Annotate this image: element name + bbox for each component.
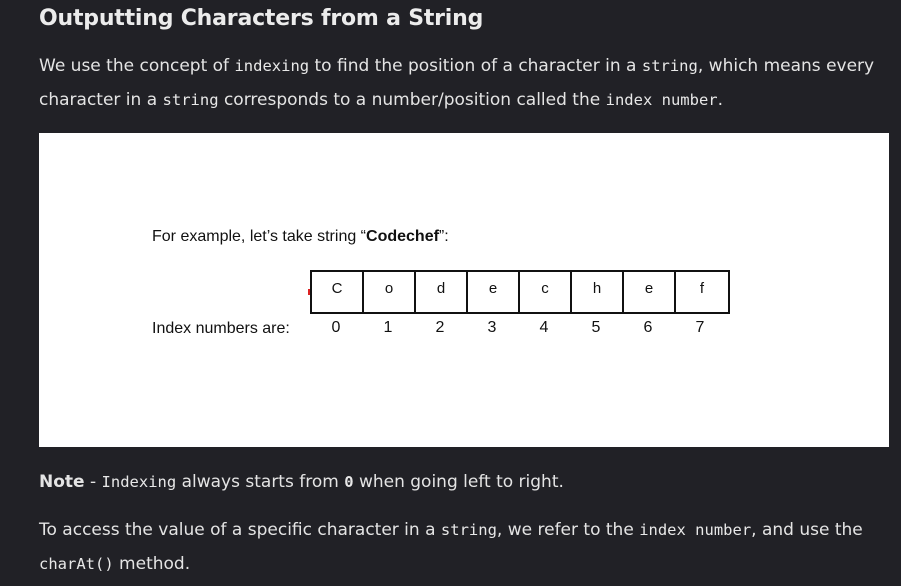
char-cell: e <box>624 272 676 312</box>
char-cell: o <box>364 272 416 312</box>
example-caption: For example, let’s take string “Codechef… <box>152 228 449 246</box>
page-title: Outputting Characters from a String <box>39 6 484 31</box>
intro-text-5: . <box>717 90 724 110</box>
access-paragraph: To access the value of a specific charac… <box>39 513 879 581</box>
char-cell: h <box>572 272 624 312</box>
access-text-2: , we refer to the <box>496 520 640 540</box>
note-text-1: always starts from <box>176 472 345 492</box>
index-1: 1 <box>383 319 393 336</box>
index-6: 6 <box>643 319 653 336</box>
index-5: 5 <box>591 319 601 336</box>
index-4: 4 <box>539 319 549 336</box>
char-cell: d <box>416 272 468 312</box>
code-string-2: string <box>162 91 219 109</box>
index-numbers-label: Index numbers are: <box>152 320 290 337</box>
access-text-1: To access the value of a specific charac… <box>39 520 441 540</box>
code-indexing: indexing <box>234 57 310 75</box>
char-6: e <box>644 279 654 297</box>
access-text-4: method. <box>113 554 191 574</box>
code-string-3: string <box>440 521 497 539</box>
index-7: 7 <box>695 319 705 336</box>
code-charat: charAt() <box>39 555 114 573</box>
intro-paragraph: We use the concept of indexing to find t… <box>39 49 879 117</box>
code-index-number: index number <box>605 91 718 109</box>
char-4: c <box>541 279 549 297</box>
access-text-3: , and use the <box>751 520 863 540</box>
intro-text-2: to find the position of a character in a <box>309 56 642 76</box>
index-2: 2 <box>435 319 445 336</box>
note-paragraph: Note - Indexing always starts from 0 whe… <box>39 465 879 499</box>
intro-text-3: , which means every character in a <box>39 56 875 110</box>
note-dash: - <box>84 472 102 492</box>
index-row: 0 1 2 3 4 5 6 7 <box>310 319 726 337</box>
example-caption-suffix: ”: <box>438 228 449 245</box>
cursor-marker <box>308 289 311 295</box>
example-word: Codechef <box>366 228 439 245</box>
note-text-2: when going left to right. <box>353 472 564 492</box>
char-3: e <box>488 279 498 297</box>
note-label: Note <box>39 472 85 492</box>
char-cell: c <box>520 272 572 312</box>
intro-text-4: corresponds to a number/position called … <box>218 90 606 110</box>
index-0: 0 <box>331 319 341 336</box>
character-cells: C o d e c h e f <box>310 270 730 314</box>
code-index-number-2: index number <box>639 521 752 539</box>
char-7: f <box>699 279 705 297</box>
char-2: d <box>436 279 446 297</box>
char-cell: e <box>468 272 520 312</box>
code-indexing-note: Indexing <box>101 473 177 491</box>
example-figure: For example, let’s take string “Codechef… <box>39 133 889 447</box>
index-3: 3 <box>487 319 497 336</box>
code-string: string <box>641 57 698 75</box>
char-0: C <box>331 279 343 297</box>
code-zero: 0 <box>344 473 354 491</box>
example-caption-prefix: For example, let’s take string “ <box>152 228 367 245</box>
char-1: o <box>384 279 394 297</box>
intro-text-1: We use the concept of <box>39 56 235 76</box>
char-5: h <box>592 279 602 297</box>
char-cell: C <box>312 272 364 312</box>
char-cell: f <box>676 272 728 312</box>
